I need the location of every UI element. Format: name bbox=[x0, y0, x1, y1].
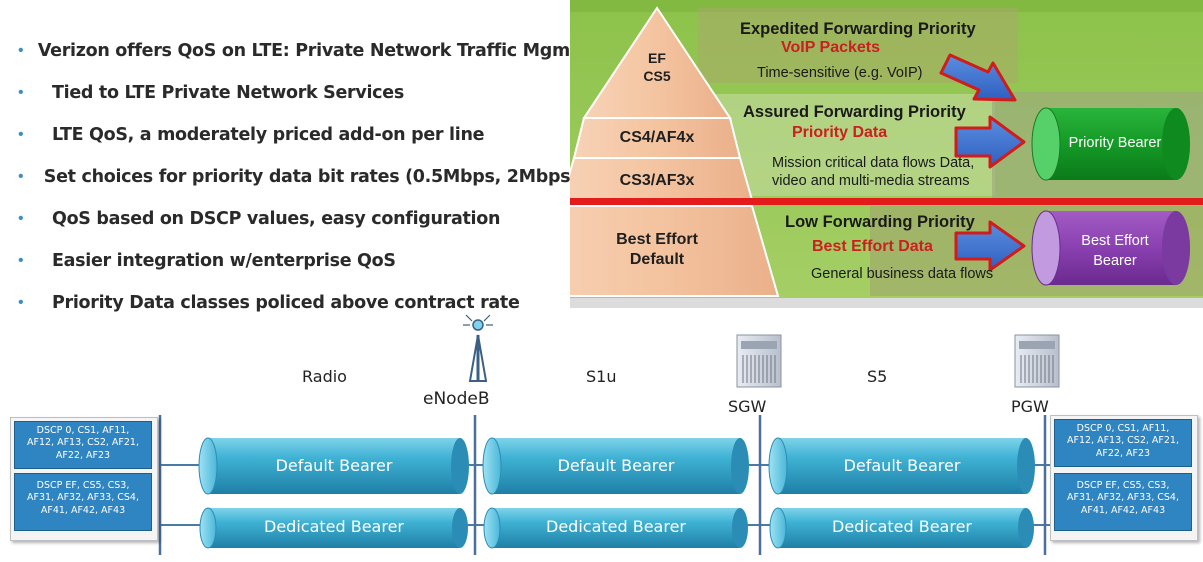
lte-bearer-diagram: Radio eNodeB S1u SGW S5 PGW Default Bear… bbox=[0, 305, 1203, 562]
bullet-item: • Set choices for priority data bit rates… bbox=[18, 156, 578, 198]
pgw-label: PGW bbox=[1011, 397, 1049, 416]
dscp-line: DSCP 0, CS1, AF11, bbox=[1076, 423, 1170, 434]
dscp-line: DSCP 0, CS1, AF11, bbox=[36, 425, 130, 436]
ue-dscp-dedicated-box: DSCP EF, CS5, CS3, AF31, AF32, AF33, CS4… bbox=[14, 473, 152, 531]
qos-priority-panel: EF CS5 CS4/AF4x CS3/AF3x Best Effort Def… bbox=[570, 0, 1203, 308]
bullet-text: Set choices for priority data bit rates … bbox=[43, 167, 579, 187]
default-bearer-label-radio: Default Bearer bbox=[275, 456, 393, 475]
bullet-list: • Verizon offers QoS on LTE: Private Netw… bbox=[18, 30, 578, 324]
pyramid-ef-label: EF bbox=[648, 50, 666, 66]
dscp-line: AF31, AF32, AF33, CS4, bbox=[26, 492, 139, 504]
pyramid-cs4-label: CS4/AF4x bbox=[619, 129, 695, 146]
bullet-icon: • bbox=[18, 84, 24, 101]
bullet-icon: • bbox=[18, 210, 24, 227]
antenna-icon bbox=[463, 314, 493, 382]
pgw-dscp-default-box: DSCP 0, CS1, AF11, AF12, AF13, CS2, AF21… bbox=[1054, 419, 1192, 467]
arrow-icon bbox=[939, 53, 1017, 102]
dedicated-bearer-label-s5: Dedicated Bearer bbox=[832, 517, 972, 536]
low-priority-description: General business data flows bbox=[811, 266, 994, 282]
low-priority-subtitle: Best Effort Data bbox=[812, 238, 933, 255]
dscp-line: DSCP EF, CS5, CS3, bbox=[36, 480, 130, 491]
dscp-line: AF12, AF13, CS2, AF21, bbox=[26, 437, 139, 449]
pyramid-cs3-label: CS3/AF3x bbox=[619, 172, 695, 189]
bullet-item: • Priority Data classes policed above con… bbox=[18, 282, 578, 324]
best-effort-bearer-label-line1: Best Effort bbox=[1081, 233, 1149, 249]
s5-label: S5 bbox=[867, 367, 888, 386]
priority-divider bbox=[570, 198, 1203, 205]
pyramid-cs5-label: CS5 bbox=[643, 68, 671, 84]
pyramid-base bbox=[570, 205, 780, 297]
bullet-text: Priority Data classes policed above cont… bbox=[52, 293, 520, 313]
assured-title: Assured Forwarding Priority bbox=[743, 103, 966, 121]
bullet-icon: • bbox=[18, 126, 24, 143]
assured-description-line1: Mission critical data flows Data, bbox=[772, 155, 975, 171]
bullet-item: • Tied to LTE Private Network Services bbox=[18, 72, 578, 114]
panel-bottom-strip bbox=[570, 298, 1203, 308]
dscp-line: AF41, AF42, AF43 bbox=[40, 504, 126, 516]
arrow-icon bbox=[954, 115, 1026, 169]
bullet-text: LTE QoS, a moderately priced add-on per … bbox=[52, 125, 485, 145]
enodeb-label: eNodeB bbox=[423, 389, 490, 409]
dscp-line: AF12, AF13, CS2, AF21, bbox=[1066, 435, 1179, 447]
priority-bearer-cylinder bbox=[1031, 107, 1190, 181]
bullet-icon: • bbox=[18, 294, 24, 311]
dscp-line: DSCP EF, CS5, CS3, bbox=[1076, 480, 1170, 491]
expedited-description: Time-sensitive (e.g. VoIP) bbox=[757, 65, 923, 81]
bullet-text: QoS based on DSCP values, easy configura… bbox=[52, 209, 501, 229]
assured-zone bbox=[700, 94, 995, 196]
bullet-item: • QoS based on DSCP values, easy configur… bbox=[18, 198, 578, 240]
default-bearer-pipe-radio bbox=[198, 437, 469, 495]
assured-subtitle: Priority Data bbox=[792, 124, 888, 141]
expedited-subtitle: VoIP Packets bbox=[781, 39, 881, 56]
assured-description-line2: video and multi-media streams bbox=[772, 173, 970, 189]
default-bearer-pipe-s5 bbox=[768, 437, 1035, 495]
dscp-line: AF22, AF23 bbox=[1095, 447, 1151, 459]
arrow-icon bbox=[954, 220, 1026, 272]
dedicated-bearer-pipe-s5 bbox=[769, 507, 1034, 549]
pyramid-default-label: Default bbox=[629, 251, 685, 268]
default-bearer-pipe-s1u bbox=[482, 437, 749, 495]
bullet-icon: • bbox=[18, 42, 24, 59]
best-effort-bearer-cylinder bbox=[1031, 210, 1190, 286]
pgw-dscp-dedicated-box: DSCP EF, CS5, CS3, AF31, AF32, AF33, CS4… bbox=[1054, 473, 1192, 531]
bullet-item: • LTE QoS, a moderately priced add-on per… bbox=[18, 114, 578, 156]
bullet-icon: • bbox=[18, 252, 24, 269]
dedicated-bearer-label-radio: Dedicated Bearer bbox=[264, 517, 404, 536]
dedicated-bearer-pipe-s1u bbox=[483, 507, 748, 549]
dscp-line: AF31, AF32, AF33, CS4, bbox=[1066, 492, 1179, 504]
bullet-text: Easier integration w/enterprise QoS bbox=[52, 251, 396, 271]
bullet-icon: • bbox=[18, 168, 24, 185]
dscp-line: AF41, AF42, AF43 bbox=[1080, 504, 1166, 516]
dscp-line: AF22, AF23 bbox=[55, 449, 111, 461]
sgw-server-icon bbox=[736, 334, 782, 388]
low-priority-title: Low Forwarding Priority bbox=[785, 213, 975, 231]
bullet-text: Tied to LTE Private Network Services bbox=[52, 83, 404, 103]
best-effort-bearer-label-line2: Bearer bbox=[1093, 253, 1137, 269]
dedicated-bearer-pipe-radio bbox=[199, 507, 468, 549]
expedited-title: Expedited Forwarding Priority bbox=[740, 20, 976, 38]
bullet-text: Verizon offers QoS on LTE: Private Netwo… bbox=[37, 41, 578, 61]
pyramid-best-effort-label: Best Effort bbox=[616, 231, 698, 248]
radio-label: Radio bbox=[302, 367, 347, 386]
dedicated-bearer-label-s1u: Dedicated Bearer bbox=[546, 517, 686, 536]
bullet-item: • Verizon offers QoS on LTE: Private Netw… bbox=[18, 30, 578, 72]
sgw-label: SGW bbox=[728, 397, 767, 416]
default-bearer-label-s1u: Default Bearer bbox=[557, 456, 675, 475]
s1u-label: S1u bbox=[586, 367, 617, 386]
ue-dscp-default-box: DSCP 0, CS1, AF11, AF12, AF13, CS2, AF21… bbox=[14, 421, 152, 469]
default-bearer-label-s5: Default Bearer bbox=[843, 456, 961, 475]
bullet-item: • Easier integration w/enterprise QoS bbox=[18, 240, 578, 282]
qos-panel-graphic bbox=[570, 0, 1203, 308]
pgw-server-icon bbox=[1014, 334, 1060, 388]
priority-bearer-label: Priority Bearer bbox=[1068, 135, 1162, 151]
network-graphic bbox=[158, 314, 1060, 555]
